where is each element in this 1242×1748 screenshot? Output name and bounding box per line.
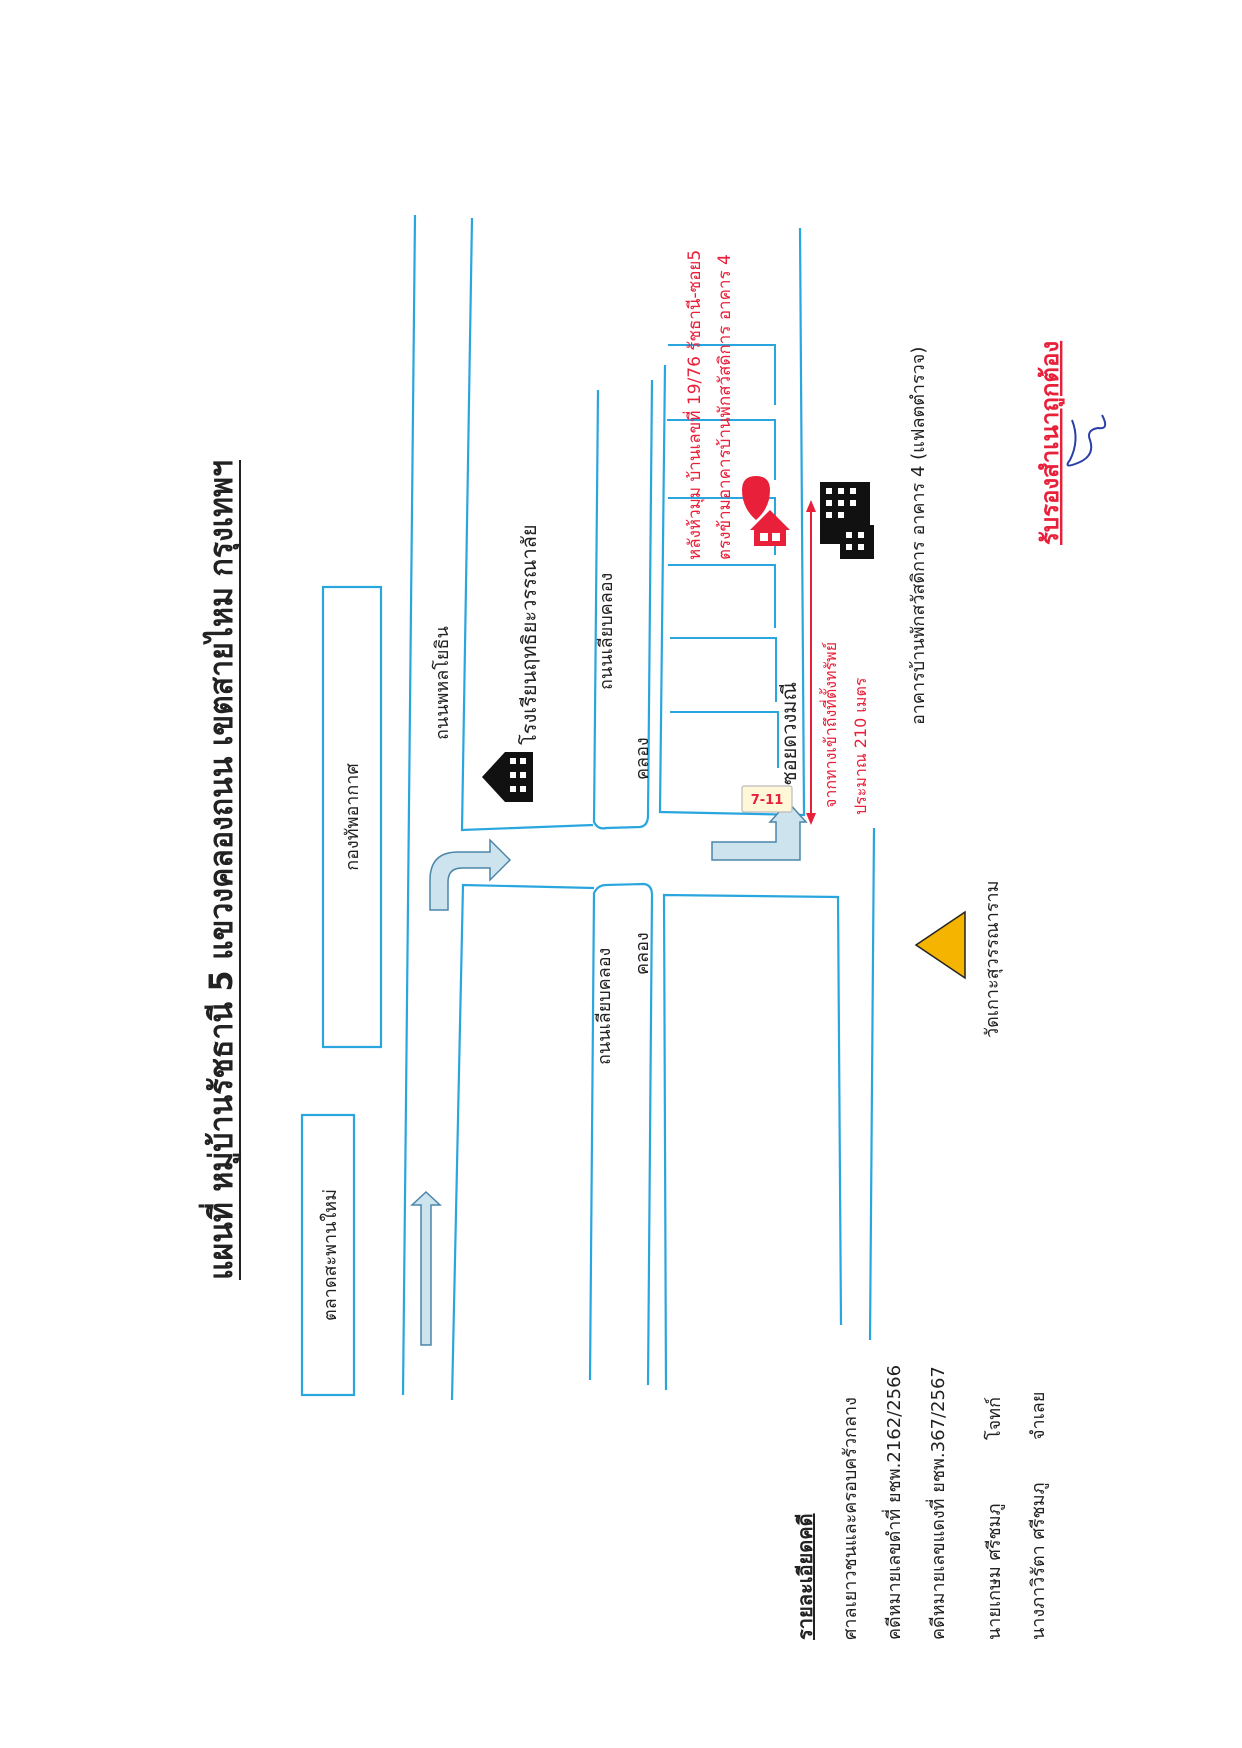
road-line-phahonyothin-east-lower (450, 883, 595, 1401)
case-red-number: คดีหมายเลขแดงที่ ยชพ.367/2567 (925, 1366, 949, 1640)
distance-measure (806, 500, 816, 825)
house-lot (668, 564, 776, 628)
plaintiff-role: โจทก์ (983, 1397, 1005, 1440)
market-box (300, 1113, 356, 1397)
soi-label: ซอยดวงมณี (777, 682, 801, 785)
certified-label: รับรองสำเนาถูกต้อง (1036, 341, 1065, 545)
apartment-buildings-icon (820, 482, 874, 559)
canal-road-top-label: ถนนเลียบคลอง (596, 573, 617, 690)
welfare-label: อาคารบ้านพักสวัสดิการ อาคาร 4 (แฟลตตำรวจ… (908, 347, 929, 725)
road-network (401, 214, 876, 1401)
temple-triangle-icon (914, 910, 966, 980)
canal-bottom-label: คลอง (632, 932, 653, 975)
distance-label-line1: จากทางเข้าถึงที่ตั้งทรัพย์ (819, 642, 840, 808)
property-label-line1: หลังห้วมุม บ้านเลขที่ 19/76 รัชธานี-ซอย5 (682, 250, 705, 560)
defendant-name: นางภาวิรัตา ศรีชมภู (1028, 1482, 1049, 1640)
case-black-number: คดีหมายเลขดำที่ ยชพ.2162/2566 (881, 1365, 905, 1640)
road-line-canal-road-bottom (588, 882, 654, 1386)
road-line-soi-south (662, 893, 843, 1391)
case-details: รายละเอียดคดี ศาลเยาวชนและครอบครัวกลาง ค… (793, 1365, 1049, 1640)
market-label: ตลาดสะพานใหม่ (319, 1189, 341, 1321)
case-court: ศาลเยาวชนและครอบครัวกลาง (840, 1397, 861, 1640)
school-label: โรงเรียนฤทธิยะวรรณาลัย (517, 524, 541, 745)
title-group: แผนที่ หมู่บ้านรัชธานี 5 แขวงคลองถนน เขต… (198, 460, 242, 1280)
store-label: 7-11 (751, 793, 784, 808)
road-line-soi-north (658, 227, 806, 817)
temple-label: วัดเกาะสุวรรณาราม (982, 881, 1003, 1039)
road-line-phahonyothin-east-upper (460, 217, 594, 832)
air-force-label: กองทัพอากาศ (342, 763, 363, 871)
property-label-line2: ตรงข้ามอาคารบ้านพักสวัสดิการ อาคาร 4 (715, 254, 735, 560)
signature-icon (1066, 414, 1107, 467)
store-marker: 7-11 (741, 785, 793, 813)
air-force-box (321, 585, 383, 1049)
house-lot (667, 419, 776, 480)
house-marker-icon (742, 476, 790, 546)
road-line-canal-road-top (592, 379, 654, 830)
canal-road-bottom-label: ถนนเลียบคลอง (594, 948, 615, 1065)
house-lot (670, 711, 779, 768)
house-lot (668, 344, 776, 405)
arrow-up-icon (410, 1190, 442, 1346)
defendant-role: จำเลย (1028, 1392, 1049, 1440)
canal-top-label: คลอง (632, 737, 653, 780)
distance-label-line2: ประมาณ 210 เมตร (851, 677, 870, 815)
case-heading: รายละเอียดคดี (793, 1513, 817, 1640)
house-lot (670, 637, 777, 702)
plaintiff-name: นายเกษม ศรีชมภู (984, 1503, 1005, 1640)
school-building-icon (482, 752, 533, 802)
turn-arrow-icon (429, 838, 512, 911)
phahonyothin-road-label: ถนนพหลโยธิน (431, 626, 453, 740)
page-title: แผนที่ หมู่บ้านรัชธานี 5 แขวงคลองถนน เขต… (198, 460, 242, 1280)
road-line-phahonyothin-west (401, 214, 417, 1396)
road-line-east-boundary (868, 827, 876, 1341)
house-lots (667, 344, 779, 768)
